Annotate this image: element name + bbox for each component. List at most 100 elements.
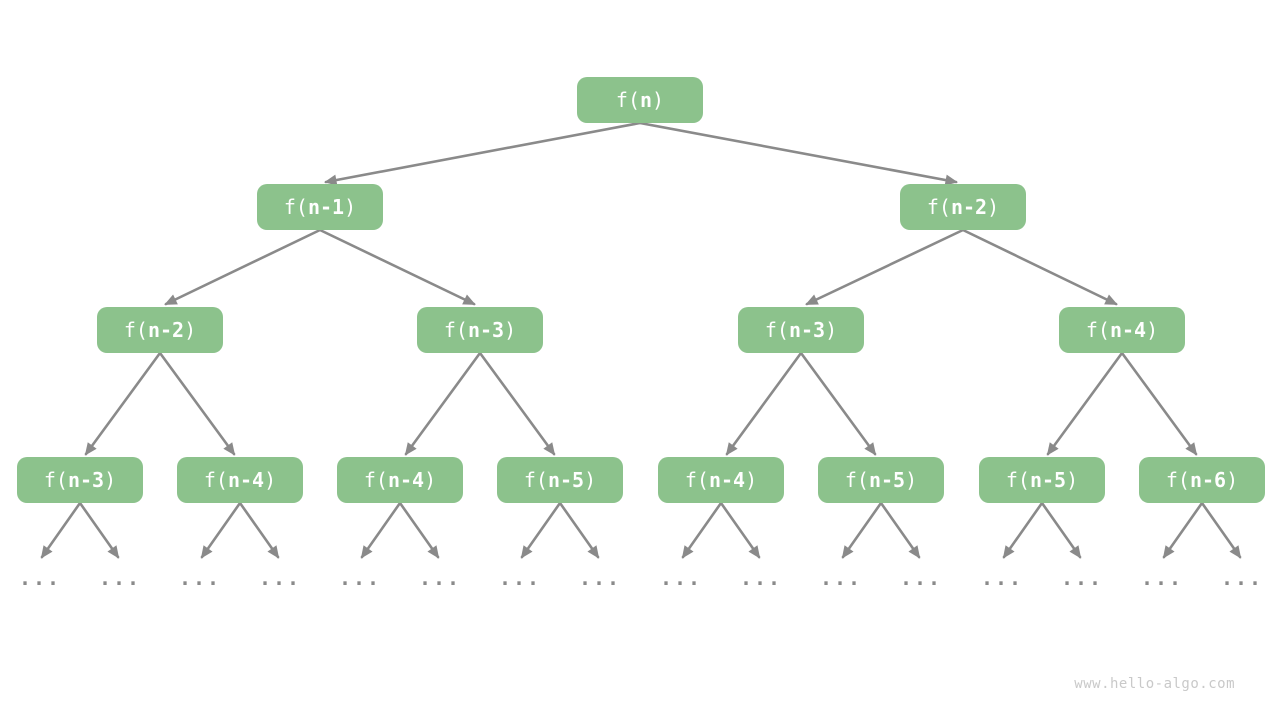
edge-arrow (164, 228, 322, 306)
node-label-arg: n-3 (788, 318, 826, 342)
node-label-suffix: ) (264, 468, 277, 492)
node-label-arg: n-5 (547, 468, 585, 492)
edge-arrow (1200, 501, 1242, 559)
edge-arrow (398, 501, 440, 559)
edge-arrow (1162, 501, 1204, 559)
watermark-text: www.hello-algo.com (1074, 676, 1235, 692)
node-label-prefix: f( (523, 468, 548, 492)
node-label-arg: n-4 (387, 468, 425, 492)
ellipsis-leaf: ... (498, 566, 542, 590)
edge-arrow (158, 351, 236, 456)
node-label-suffix: ) (652, 88, 665, 112)
edge-arrow (1120, 351, 1198, 456)
edge-arrow (805, 228, 965, 306)
edge-arrow (681, 501, 723, 559)
ellipsis-leaf: ... (899, 566, 943, 590)
ellipsis-leaf: ... (1060, 566, 1104, 590)
node-label-suffix: ) (584, 468, 597, 492)
edge-arrow (1002, 501, 1044, 559)
node-label-suffix: ) (905, 468, 918, 492)
tree-node-l3-1: f(n-4) (177, 457, 303, 503)
node-label-arg: n-5 (868, 468, 906, 492)
node-label-prefix: f( (926, 195, 951, 219)
tree-node-l3-3: f(n-5) (497, 457, 623, 503)
tree-node-l1-1: f(n-2) (900, 184, 1026, 230)
edge-arrow (725, 351, 803, 456)
node-label-arg: n-2 (147, 318, 185, 342)
edge-arrow (879, 501, 921, 559)
tree-node-l2-1: f(n-3) (417, 307, 543, 353)
ellipsis-leaf: ... (338, 566, 382, 590)
tree-node-l3-5: f(n-5) (818, 457, 944, 503)
node-label-arg: n-5 (1029, 468, 1067, 492)
edge-arrow (961, 228, 1118, 306)
edge-arrow (558, 501, 600, 559)
ellipsis-leaf: ... (1140, 566, 1184, 590)
node-label-suffix: ) (1066, 468, 1079, 492)
node-label-arg: n-4 (227, 468, 265, 492)
tree-node-l1-0: f(n-1) (257, 184, 383, 230)
node-label-prefix: f( (1005, 468, 1030, 492)
ellipsis-leaf: ... (980, 566, 1024, 590)
edge-arrow (799, 351, 877, 456)
edge-arrow (40, 501, 82, 559)
node-label-prefix: f( (1085, 318, 1110, 342)
tree-node-l2-3: f(n-4) (1059, 307, 1185, 353)
edge-arrow (318, 228, 476, 306)
edge-arrow (324, 121, 642, 186)
edge-arrow (360, 501, 402, 559)
edge-arrow (520, 501, 562, 559)
edge-arrow (638, 121, 958, 186)
node-label-arg: n-2 (950, 195, 988, 219)
ellipsis-leaf: ... (578, 566, 622, 590)
node-label-suffix: ) (344, 195, 357, 219)
node-label-prefix: f( (43, 468, 68, 492)
ellipsis-leaf: ... (739, 566, 783, 590)
tree-node-l3-7: f(n-6) (1139, 457, 1265, 503)
tree-node-l2-2: f(n-3) (738, 307, 864, 353)
ellipsis-leaf: ... (418, 566, 462, 590)
tree-node-l2-0: f(n-2) (97, 307, 223, 353)
ellipsis-leaf: ... (258, 566, 302, 590)
node-label-suffix: ) (987, 195, 1000, 219)
node-label-arg: n-3 (67, 468, 105, 492)
edge-arrow (478, 351, 556, 456)
ellipsis-leaf: ... (98, 566, 142, 590)
node-label-prefix: f( (615, 88, 640, 112)
tree-node-l3-6: f(n-5) (979, 457, 1105, 503)
node-label-suffix: ) (1146, 318, 1159, 342)
ellipsis-leaf: ... (659, 566, 703, 590)
edge-arrow (719, 501, 761, 559)
node-label-prefix: f( (443, 318, 468, 342)
node-label-arg: n-3 (467, 318, 505, 342)
node-label-prefix: f( (123, 318, 148, 342)
tree-node-root: f(n) (577, 77, 703, 123)
node-label-suffix: ) (424, 468, 437, 492)
node-label-prefix: f( (203, 468, 228, 492)
node-label-prefix: f( (764, 318, 789, 342)
edge-arrow (841, 501, 883, 559)
node-label-suffix: ) (1226, 468, 1239, 492)
ellipsis-leaf: ... (18, 566, 62, 590)
tree-node-l3-2: f(n-4) (337, 457, 463, 503)
node-label-prefix: f( (684, 468, 709, 492)
edge-arrow (200, 501, 242, 559)
edge-arrow (238, 501, 280, 559)
edge-arrow (1046, 351, 1124, 456)
node-label-arg: n-1 (307, 195, 345, 219)
tree-node-l3-0: f(n-3) (17, 457, 143, 503)
node-label-suffix: ) (184, 318, 197, 342)
node-label-suffix: ) (745, 468, 758, 492)
node-label-suffix: ) (825, 318, 838, 342)
edge-arrow (78, 501, 120, 559)
node-label-suffix: ) (504, 318, 517, 342)
node-label-prefix: f( (844, 468, 869, 492)
node-label-arg: n-4 (1109, 318, 1147, 342)
node-label-prefix: f( (363, 468, 388, 492)
edge-arrow (84, 351, 162, 456)
edge-arrow (404, 351, 482, 456)
ellipsis-leaf: ... (819, 566, 863, 590)
ellipsis-leaf: ... (178, 566, 222, 590)
tree-node-l3-4: f(n-4) (658, 457, 784, 503)
